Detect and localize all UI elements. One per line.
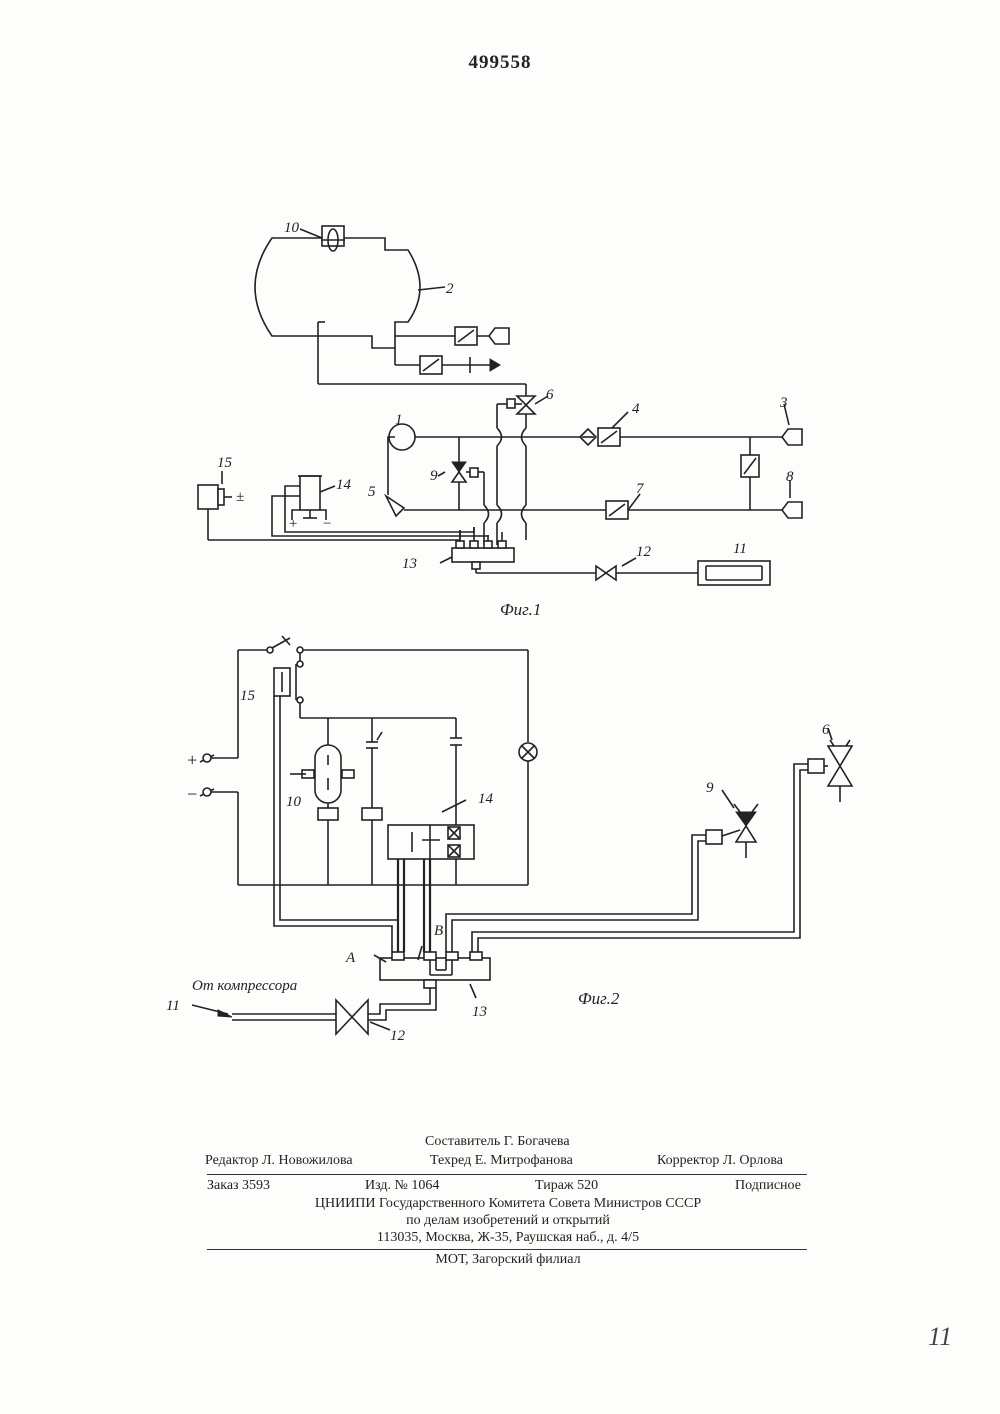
imprint-address: 113035, Москва, Ж-35, Раушская наб., д. … [0, 1230, 1000, 1246]
relay-14 [300, 476, 320, 510]
control-block-13 [452, 548, 514, 562]
fig2-label-B: В [434, 923, 443, 939]
figure-2-diagram: + − 15 10 14 9 6 А В 13 12 11 От компрес… [0, 630, 1000, 1060]
fig2-label-6: 6 [822, 722, 830, 738]
fig2-minus: − [186, 784, 198, 804]
valve-9 [452, 462, 466, 472]
imprint-corrector: Корректор Л. Орлова [657, 1153, 783, 1169]
imprint-compiler: Составитель Г. Богачева [425, 1134, 570, 1150]
figure-1-diagram: 10 2 6 1 4 3 9 5 7 8 15 14 ± + − 13 12 1… [0, 0, 1000, 640]
valve-9 [736, 812, 756, 826]
valve-12 [336, 1000, 352, 1034]
fig2-label-A: А [345, 950, 356, 966]
fig1-plusminus: ± [236, 489, 244, 505]
fig1-label-6: 6 [546, 387, 554, 403]
fig1-label-4: 4 [632, 401, 640, 417]
fig2-label-11: 11 [166, 998, 180, 1014]
pressure-switch-15 [198, 485, 218, 509]
margin-mark: 11 [928, 1322, 952, 1352]
fig1-label-5: 5 [368, 484, 376, 500]
receiver-tank [255, 238, 420, 348]
fig1-label-2: 2 [446, 281, 454, 297]
fig1-label-13: 13 [402, 556, 417, 572]
imprint-subscription: Подписное [735, 1178, 801, 1194]
element-10 [315, 745, 341, 803]
fig1-label-15: 15 [217, 455, 233, 471]
fig2-label-9: 9 [706, 780, 714, 796]
control-block-13 [380, 958, 490, 980]
imprint-editor: Редактор Л. Новожилова [205, 1153, 353, 1169]
valve-12 [596, 566, 606, 580]
fig1-caption: Фиг.1 [500, 600, 541, 619]
imprint-org-line2: по делам изобретений и открытий [0, 1213, 1000, 1229]
fig1-plus: + [288, 516, 298, 532]
valve-6 [828, 746, 852, 766]
imprint-circulation: Тираж 520 [535, 1178, 598, 1194]
fig2-label-15: 15 [240, 688, 256, 704]
imprint-techred: Техред Е. Митрофанова [430, 1153, 573, 1169]
imprint-org-line1: ЦНИИПИ Государственного Комитета Совета … [0, 1196, 1000, 1212]
fig1-minus: − [322, 516, 332, 532]
fig2-label-14: 14 [478, 791, 494, 807]
fig2-label-10: 10 [286, 794, 302, 810]
imprint-printer: МОТ, Загорский филиал [0, 1252, 1000, 1268]
fig1-label-9: 9 [430, 468, 438, 484]
fig1-label-1: 1 [395, 412, 403, 428]
fig2-label-12: 12 [390, 1028, 406, 1044]
fig2-plus: + [186, 750, 198, 770]
fig1-label-7: 7 [636, 481, 645, 497]
fig1-label-14: 14 [336, 477, 352, 493]
imprint-edition: Изд. № 1064 [365, 1178, 439, 1194]
fig1-label-10: 10 [284, 220, 300, 236]
fig1-label-8: 8 [786, 469, 794, 485]
fig2-caption: Фиг.2 [578, 989, 620, 1008]
fig2-source-label: От компрессора [192, 978, 297, 994]
check-5 [386, 496, 404, 516]
fig2-label-13: 13 [472, 1004, 487, 1020]
relay-14 [388, 825, 474, 859]
cylinder-11 [698, 561, 770, 585]
fig1-label-12: 12 [636, 544, 652, 560]
fig1-label-11: 11 [733, 541, 747, 557]
fig1-label-3: 3 [779, 395, 788, 411]
imprint-order: Заказ 3593 [207, 1178, 270, 1194]
